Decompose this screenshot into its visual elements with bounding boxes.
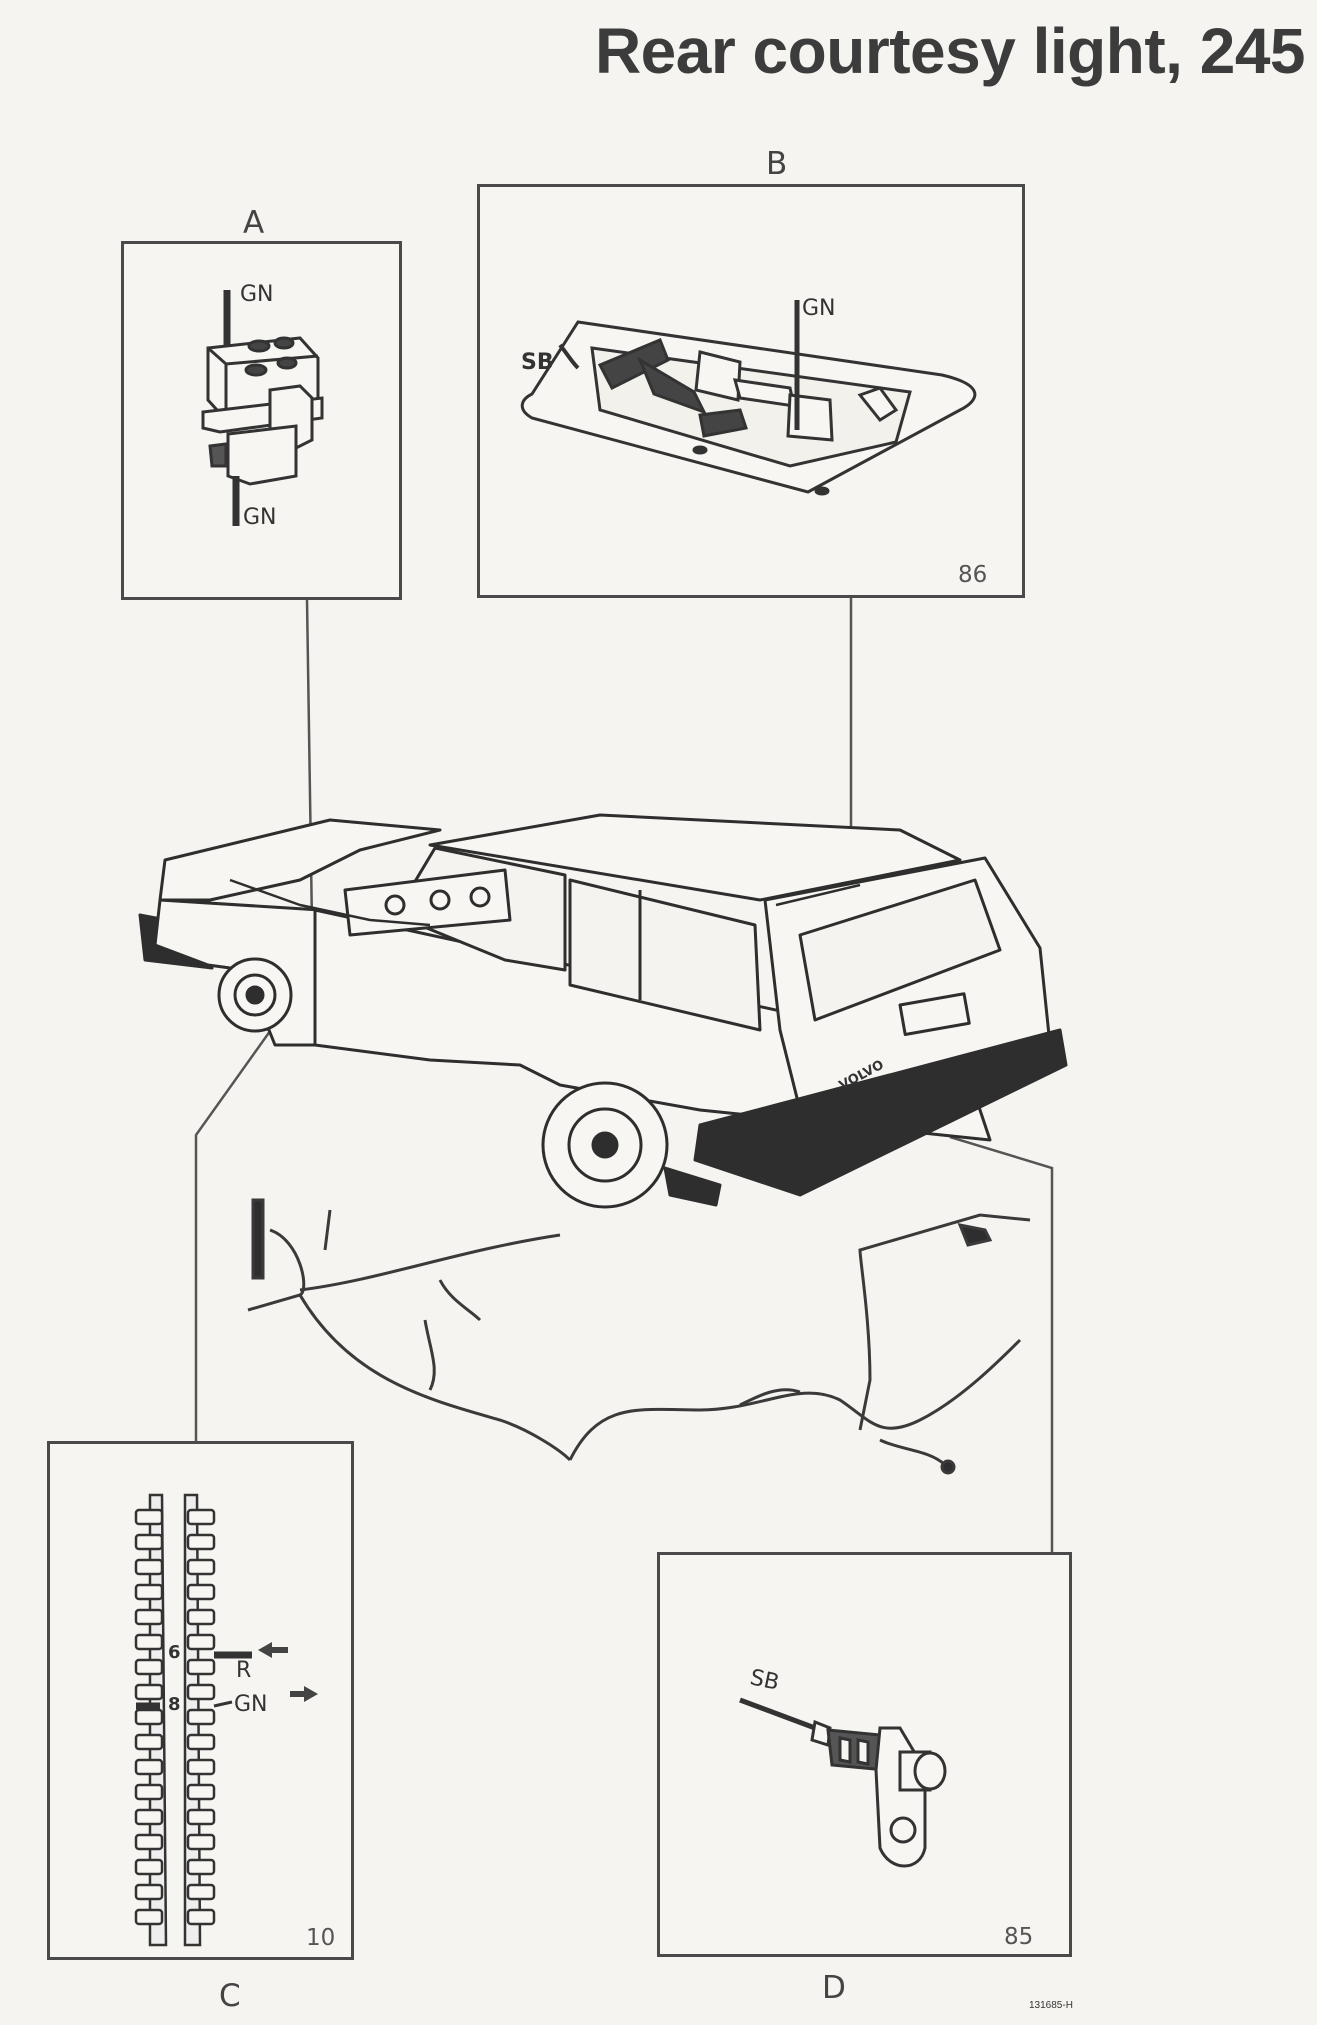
panel-c-wire-label-r: R — [236, 1658, 252, 1683]
panel-d-ref-number: 85 — [1004, 1924, 1034, 1950]
panel-b-letter: B — [766, 146, 788, 182]
panel-c-ref-number: 10 — [306, 1925, 336, 1951]
panel-c-letter: C — [219, 1978, 241, 2014]
car-drawing — [138, 813, 1068, 1209]
panel-c-arrows — [258, 1642, 318, 1702]
panel-c-terminal-6: 6 — [168, 1642, 181, 1663]
door-switch-drawing — [739, 1697, 947, 1868]
terminal-strip-drawing — [134, 1493, 252, 1947]
panel-b-wire-label-gn: GN — [802, 296, 836, 321]
document-code: 131685-H — [1029, 2000, 1073, 2011]
panel-c-terminal-8: 8 — [168, 1694, 181, 1715]
panel-c-wire-label-gn: GN — [234, 1692, 268, 1717]
bulb-holder-drawing — [201, 290, 324, 526]
roof-light-drawing — [520, 300, 977, 496]
panel-b-ref-number: 86 — [958, 562, 988, 588]
panel-b-wire-label-sb: SB — [521, 350, 554, 375]
panel-a-letter: A — [243, 205, 265, 241]
page-title: Rear courtesy light, 245 — [594, 15, 1306, 87]
panel-a-wire-label-bottom: GN — [243, 505, 277, 530]
leader-lines — [194, 598, 1054, 1552]
panel-a-wire-label-top: GN — [240, 282, 274, 307]
wiring-harness — [247, 1198, 1031, 1475]
panel-d-letter: D — [822, 1970, 846, 2006]
